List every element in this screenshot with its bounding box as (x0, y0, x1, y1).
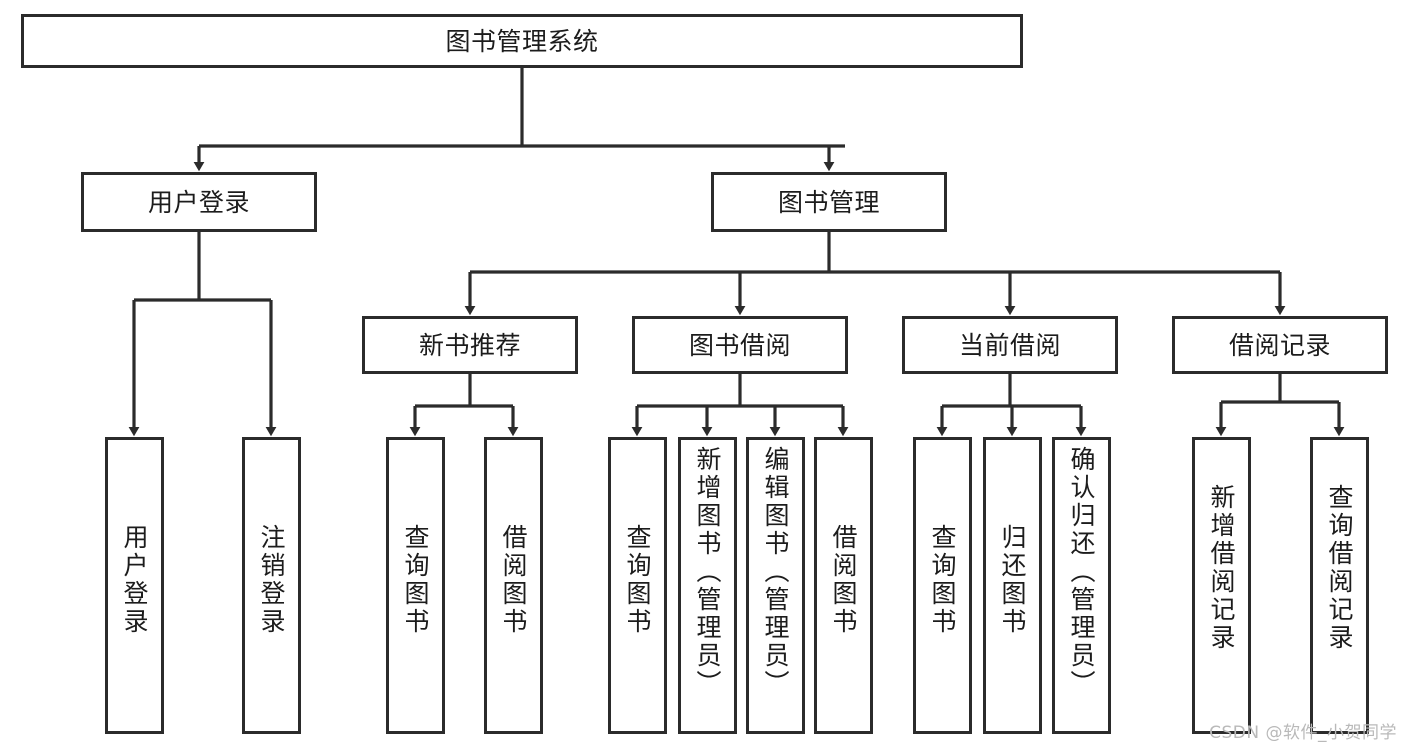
node-leaf-query-record-label: 查询借阅记录 (1325, 484, 1354, 652)
node-leaf-add-record-label: 新增借阅记录 (1207, 484, 1236, 652)
node-root-label: 图书管理系统 (445, 26, 599, 56)
node-leaf-query-record[interactable]: 查询借阅记录 (1310, 437, 1369, 734)
node-leaf-edit-book-label: 编辑图书（管理员） (761, 446, 790, 698)
node-leaf-edit-book[interactable]: 编辑图书（管理员） (746, 437, 805, 734)
node-book-borrow-label: 图书借阅 (688, 330, 791, 360)
node-user-login-label: 用户登录 (147, 187, 250, 217)
node-leaf-user-login-label: 用户登录 (120, 524, 149, 636)
node-leaf-add-book[interactable]: 新增图书（管理员） (678, 437, 737, 734)
node-book-manage-label: 图书管理 (777, 187, 880, 217)
node-root[interactable]: 图书管理系统 (21, 14, 1023, 68)
node-leaf-borrow-book-label: 借阅图书 (829, 524, 858, 636)
node-book-borrow[interactable]: 图书借阅 (632, 316, 848, 374)
node-leaf-user-login[interactable]: 用户登录 (105, 437, 164, 734)
node-leaf-user-logout-label: 注销登录 (257, 524, 286, 636)
node-leaf-user-logout[interactable]: 注销登录 (242, 437, 301, 734)
node-leaf-query-book-borrow[interactable]: 查询图书 (608, 437, 667, 734)
node-leaf-query-book-cur[interactable]: 查询图书 (913, 437, 972, 734)
node-leaf-borrow-book-rec[interactable]: 借阅图书 (484, 437, 543, 734)
node-leaf-borrow-book[interactable]: 借阅图书 (814, 437, 873, 734)
node-leaf-add-book-label: 新增图书（管理员） (693, 446, 722, 698)
node-leaf-return-book-label: 归还图书 (998, 524, 1027, 636)
node-leaf-confirm-return-label: 确认归还（管理员） (1067, 446, 1096, 698)
node-leaf-return-book[interactable]: 归还图书 (983, 437, 1042, 734)
node-leaf-query-book-borrow-label: 查询图书 (623, 524, 652, 636)
node-leaf-add-record[interactable]: 新增借阅记录 (1192, 437, 1251, 734)
csdn-watermark: CSDN @软件_小贺同学 (1209, 723, 1397, 743)
node-leaf-query-book-rec[interactable]: 查询图书 (386, 437, 445, 734)
node-leaf-borrow-book-rec-label: 借阅图书 (499, 524, 528, 636)
node-leaf-query-book-cur-label: 查询图书 (928, 524, 957, 636)
node-leaf-confirm-return[interactable]: 确认归还（管理员） (1052, 437, 1111, 734)
node-new-book-rec-label: 新书推荐 (418, 330, 521, 360)
node-leaf-query-book-rec-label: 查询图书 (401, 524, 430, 636)
node-borrow-record[interactable]: 借阅记录 (1172, 316, 1388, 374)
node-current-borrow[interactable]: 当前借阅 (902, 316, 1118, 374)
node-current-borrow-label: 当前借阅 (958, 330, 1061, 360)
node-borrow-record-label: 借阅记录 (1228, 330, 1331, 360)
node-user-login[interactable]: 用户登录 (81, 172, 317, 232)
node-new-book-rec[interactable]: 新书推荐 (362, 316, 578, 374)
node-book-manage[interactable]: 图书管理 (711, 172, 947, 232)
